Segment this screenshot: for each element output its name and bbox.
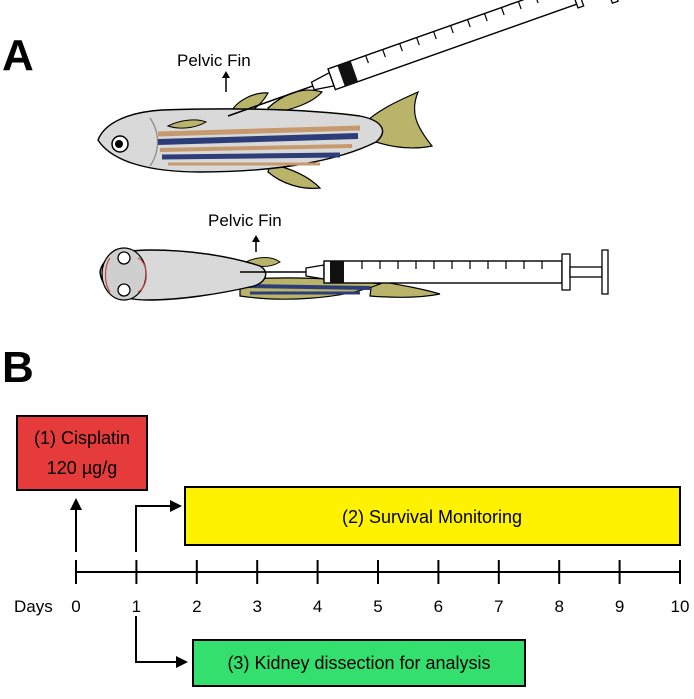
bottom-fish-gill [104,257,111,293]
timeline-tick-label: 1 [132,597,141,616]
top-syringe-barrel [327,0,578,91]
timeline-tick-label: 10 [671,597,690,616]
bottom-syringe-plunger-cap [601,249,609,295]
bottom-pelvic-fin-label: Pelvic Fin [208,211,282,230]
bottom-syringe-hub [305,264,325,280]
top-syringe-plunger-cap [596,0,619,5]
top-syringe [227,0,619,117]
top-fish-tail-fin [367,90,434,149]
timeline-ticks: 0 1 2 3 4 5 6 7 8 9 10 [71,560,689,616]
timeline-tick-label: 6 [434,597,443,616]
top-pelvic-fin-arrowhead [222,71,230,78]
top-fish-pupil [115,140,123,148]
timeline-tick-label: 4 [313,597,322,616]
top-fish-illustration [97,89,434,189]
cisplatin-box [16,415,148,491]
survival-monitoring-arrowhead [170,500,182,512]
top-fish-stripe [161,152,341,160]
panel-a-letter: A [2,31,34,80]
bottom-fish-eye [117,283,131,297]
timeline-tick-label: 5 [373,597,382,616]
top-fish-anal-fin [267,163,322,189]
top-syringe-flange [567,0,585,9]
bottom-syringe-barrel [323,260,563,284]
top-syringe-needle [227,85,314,117]
top-fish-stripe [159,144,353,152]
bottom-syringe [240,249,609,295]
days-axis-label: Days [14,597,53,616]
cisplatin-dose: 120 µg/g [47,458,117,478]
timeline-tick-label: 0 [71,597,80,616]
bottom-syringe-flange [561,253,571,291]
timeline-tick-label: 8 [554,597,563,616]
bottom-fish-gill [137,257,147,293]
panel-b-letter: B [2,343,34,392]
kidney-dissection-label: (3) Kidney dissection for analysis [227,653,490,673]
bottom-pelvic-fin-arrowhead [252,235,260,242]
top-fish-gill [149,117,159,167]
cisplatin-arrowhead [70,498,82,510]
timeline-tick-label: 2 [192,597,201,616]
top-fish-pectoral-fin [166,119,208,129]
timeline-tick-label: 7 [494,597,503,616]
cisplatin-label: (1) Cisplatin [34,428,130,448]
bottom-syringe-scale [361,261,543,269]
bottom-fish-eye [117,251,131,265]
survival-monitoring-box [184,486,681,546]
top-fish-stripe [157,125,361,137]
bottom-syringe-black-band [330,261,344,283]
kidney-dissection-arrowhead [176,656,188,668]
timeline-tick-label: 3 [252,597,261,616]
bottom-syringe-plunger [569,266,603,278]
top-fish-stripe [157,133,359,145]
survival-monitoring-label: (2) Survival Monitoring [342,507,522,527]
kidney-dissection-box [192,639,526,687]
timeline-tick-label: 9 [615,597,624,616]
kidney-dissection-arrow [135,616,178,663]
top-syringe-black-band [337,60,358,87]
top-pelvic-fin-label: Pelvic Fin [177,51,251,70]
top-syringe-scale [365,0,539,64]
bottom-fish-stripe [243,284,371,290]
survival-monitoring-arrow [135,505,172,552]
bottom-fish-tail-fin [369,279,441,298]
